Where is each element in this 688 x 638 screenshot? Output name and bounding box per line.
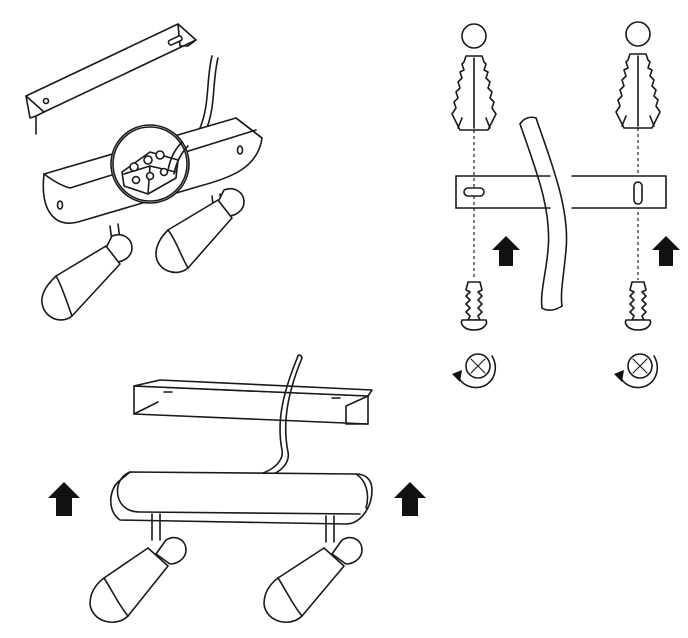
ceiling-canopy [109, 471, 373, 525]
tighten-screw-icon [614, 353, 659, 389]
mounting-bracket [25, 23, 197, 135]
terminal-block-magnifier [110, 124, 190, 204]
up-arrow-icon [652, 236, 680, 266]
wiring-step-panel [25, 23, 263, 321]
up-arrow-icon [48, 482, 80, 516]
spotlight-right [155, 187, 245, 274]
wall-plug-left [451, 55, 497, 131]
wall-hole-right [625, 21, 651, 47]
screw-left [460, 281, 488, 331]
fixture-attach-step-panel [48, 354, 426, 624]
spotlight-left [89, 536, 187, 624]
tighten-screw-icon [452, 353, 497, 389]
spotlight-right [263, 536, 363, 624]
wall-hole-left [461, 23, 487, 49]
supply-cable [259, 354, 303, 477]
up-arrow-icon [394, 482, 426, 516]
wall-cable [519, 116, 568, 311]
wall-plug-right [615, 53, 661, 129]
spotlight-left [41, 233, 133, 321]
screw-right [624, 281, 652, 331]
wall-mounting-step-panel [451, 21, 680, 389]
mounting-plate [455, 175, 667, 209]
mounting-bracket [133, 379, 373, 425]
up-arrow-icon [492, 236, 520, 266]
